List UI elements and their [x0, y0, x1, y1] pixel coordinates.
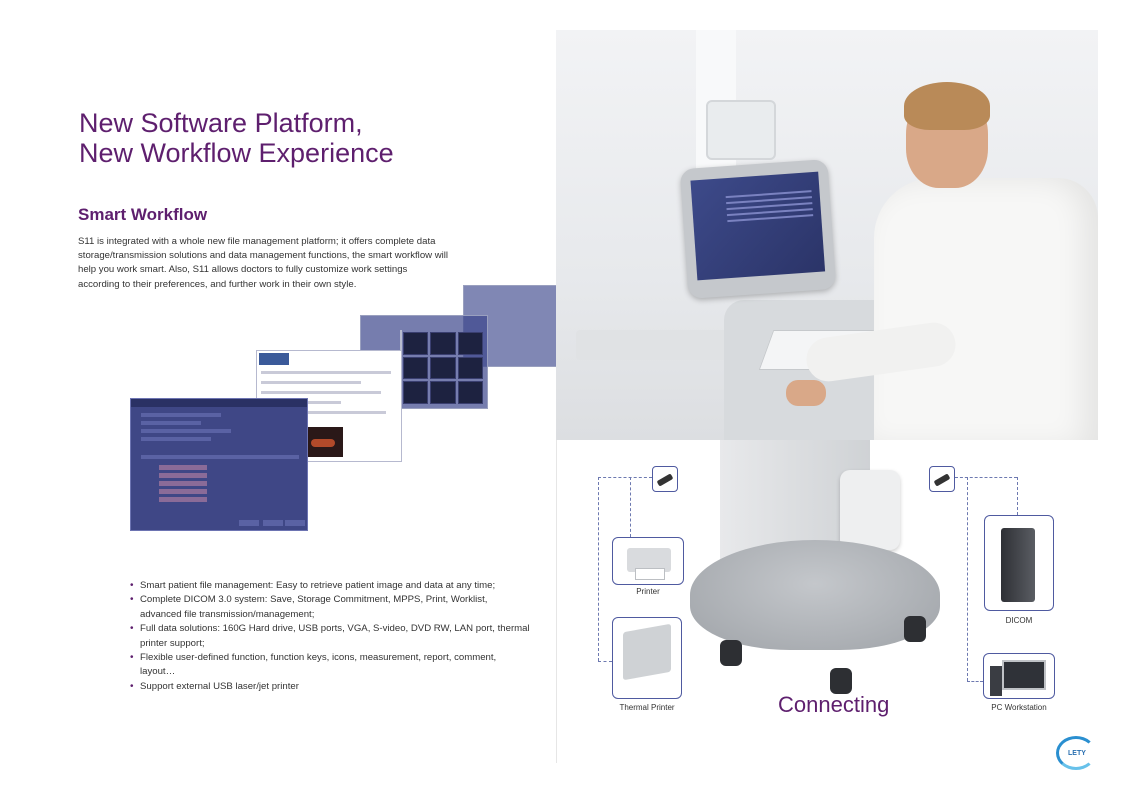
feature-list: Smart patient file management: Easy to r… [130, 579, 530, 695]
dicom-server-icon [1001, 528, 1035, 602]
headline-line-2: New Workflow Experience [79, 138, 394, 168]
monitor-screen [690, 171, 826, 281]
probe-holders [840, 470, 900, 550]
feature-item: Smart patient file management: Easy to r… [130, 579, 530, 594]
section-intro: S11 is integrated with a whole new file … [78, 236, 449, 290]
printer-label: Printer [636, 587, 660, 596]
section-title: Smart Workflow [78, 205, 208, 224]
ultrasound-monitor [679, 158, 837, 300]
pc-workstation-device [983, 653, 1055, 699]
pc-workstation-label: PC Workstation [991, 703, 1047, 712]
feature-item: Flexible user-defined function, function… [130, 651, 530, 680]
headline: New Software Platform, New Workflow Expe… [79, 108, 394, 168]
usb-connector-icon [652, 466, 678, 492]
pc-workstation-icon [1002, 660, 1046, 690]
ultrasound-cart [690, 440, 940, 720]
doctor-using-ultrasound-photo [556, 30, 1098, 440]
thermal-printer-label: Thermal Printer [619, 703, 675, 712]
logo-text: LETY [1068, 750, 1086, 757]
ultrasound-thumbnail-grid [403, 332, 483, 404]
report-logo [259, 353, 289, 365]
feature-item: Full data solutions: 160G Hard drive, US… [130, 622, 530, 651]
lan-connector-icon [929, 466, 955, 492]
doctor [874, 178, 1098, 440]
brand-logo: LETY [1056, 736, 1102, 772]
dicom-label: DICOM [1005, 616, 1033, 625]
dicom-device [984, 515, 1054, 611]
thermal-printer-device [612, 617, 682, 699]
headline-line-1: New Software Platform, [79, 108, 363, 138]
feature-item: Complete DICOM 3.0 system: Save, Storage… [130, 593, 530, 622]
report-ultrasound-image [305, 427, 343, 457]
patient-info-screenshot [130, 398, 308, 531]
cart-base [690, 540, 940, 650]
thermal-printer-icon [623, 623, 671, 681]
feature-item: Support external USB laser/jet printer [130, 680, 530, 695]
image-grid-screenshot [360, 315, 488, 409]
printer-device [612, 537, 684, 585]
dolphin-logo-icon [1056, 736, 1096, 770]
connecting-title: Connecting [778, 692, 890, 717]
